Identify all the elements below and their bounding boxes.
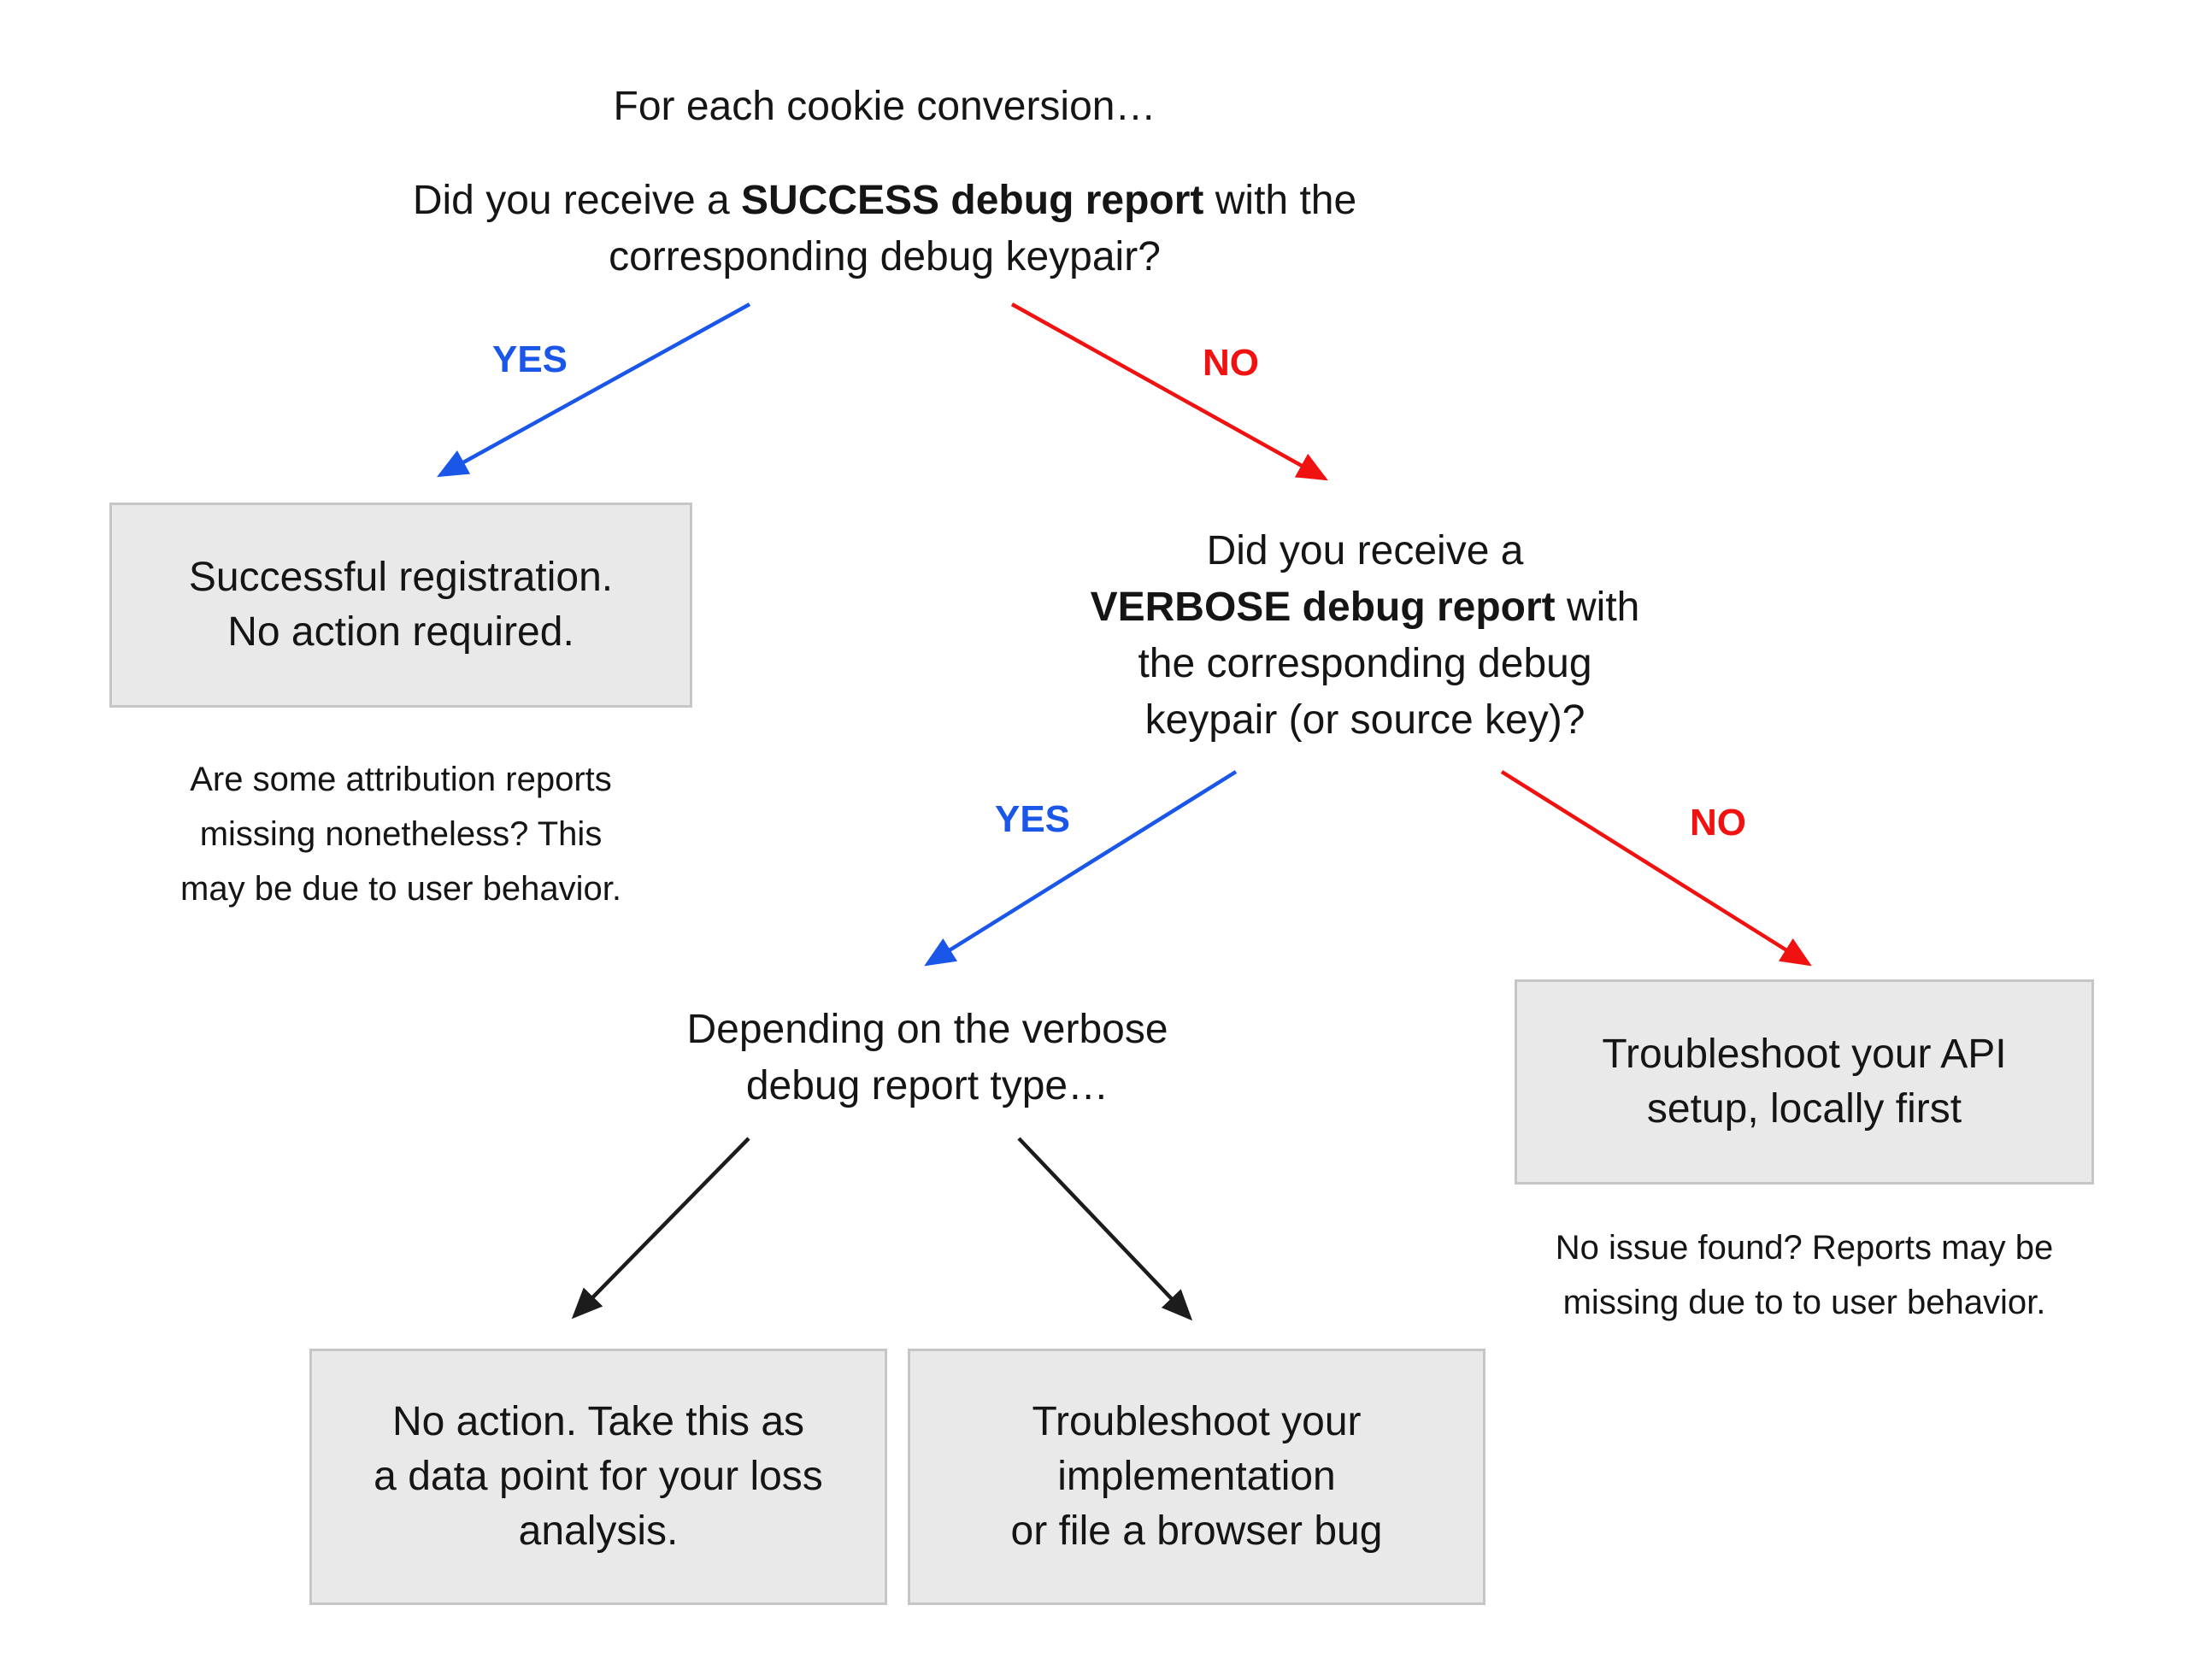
branch-label-no-1: NO [1203,342,1259,384]
arrow-success-yes [437,303,751,478]
intro-title: For each cookie conversion… [613,84,1156,129]
node-successful-registration: Successful registration.No action requir… [109,503,692,708]
branch-label-yes-1: YES [491,338,568,380]
branch-label-no-2: NO [1690,802,1746,844]
question-success-report: Did you receive a SUCCESS debug report w… [412,178,1357,279]
branch-label-yes-2: YES [994,798,1071,840]
arrow-report-type-left [571,1137,750,1320]
arrow-success-no [1010,303,1328,481]
arrow-report-type-right [1017,1137,1193,1321]
arrow-verbose-no [1500,770,1812,967]
